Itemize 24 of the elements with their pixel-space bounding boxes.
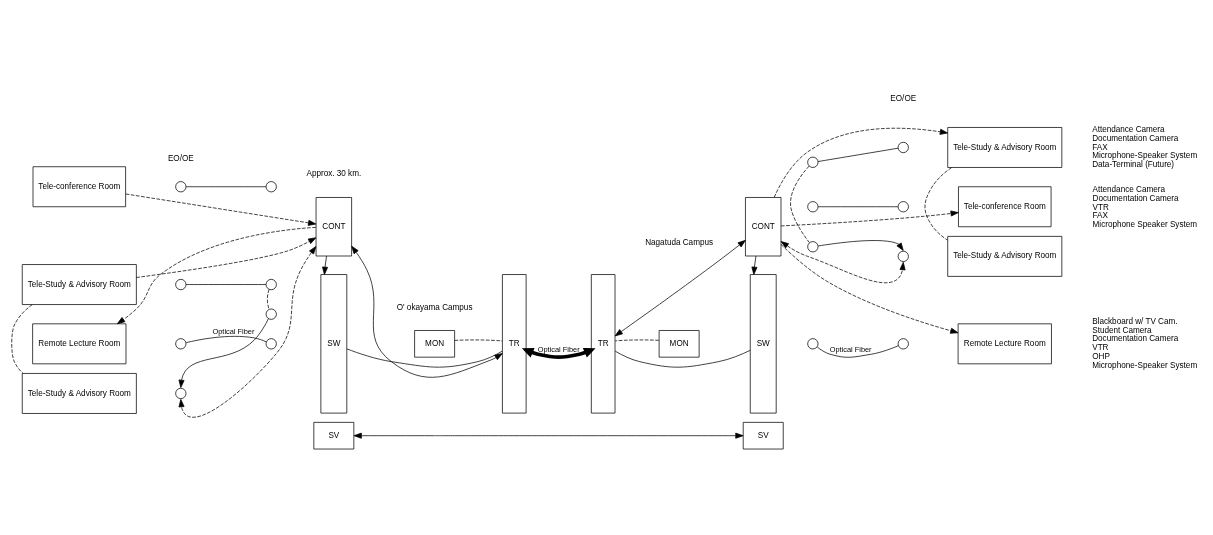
node-label: Attendance Camera <box>1092 184 1165 194</box>
label: Nagatuda Campus <box>645 238 714 248</box>
node-label: Blackboard w/ TV Cam. <box>1092 316 1178 326</box>
edge-label: Optical Fiber <box>829 344 872 354</box>
node-label: FAX <box>1092 211 1108 221</box>
label: EO/OE <box>890 94 917 104</box>
node-label: Data-Terminal (Future) <box>1092 160 1175 170</box>
edge-label: Optical Fiber <box>212 327 255 337</box>
node-label: VTR <box>1092 202 1109 212</box>
label: EO/OE <box>167 153 194 163</box>
edge-label: Optical Fiber <box>537 344 580 354</box>
label: O' okayama Campus <box>396 302 473 312</box>
label: Approx. 30 km. <box>306 169 362 179</box>
node-label: VTR <box>1092 343 1109 353</box>
node-label: Documentation Camera <box>1092 133 1179 143</box>
node-label: Documentation Camera <box>1092 193 1179 203</box>
node-label: Microphone-Speaker System <box>1092 361 1198 371</box>
node-label: Attendance Camera <box>1092 124 1165 134</box>
node-label: Student Camera <box>1092 325 1152 335</box>
node-label: Microphone Speaker System <box>1092 220 1198 230</box>
node-label: FAX <box>1092 142 1108 152</box>
node-label: Microphone-Speaker System <box>1092 151 1198 161</box>
node-label: Documentation Camera <box>1092 334 1179 344</box>
node-label: OHP <box>1092 352 1110 362</box>
